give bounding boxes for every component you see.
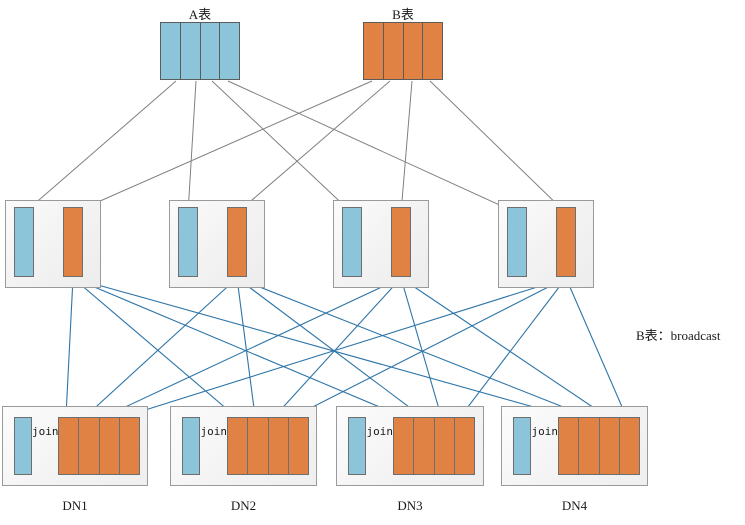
- source-table-a: [160, 22, 240, 80]
- source-table-label: A表: [188, 7, 212, 22]
- source-table-label: B表: [392, 7, 414, 22]
- dn-label: DN2: [230, 498, 257, 513]
- dn-orange-segment: [248, 418, 269, 474]
- broadcast-note: B表：broadcast: [636, 328, 721, 343]
- dn-bar-blue: [14, 417, 32, 475]
- dn-orange-group: [558, 417, 640, 475]
- connector-line: [72, 277, 402, 417]
- table-column: [181, 23, 201, 79]
- connector-line: [63, 277, 74, 417]
- dn-orange-segment: [435, 418, 455, 474]
- dn-orange-segment: [600, 418, 620, 474]
- dn-label: DN1: [62, 498, 88, 513]
- dn-orange-segment: [100, 418, 120, 474]
- mid-bar-orange: [556, 207, 576, 277]
- connector-line: [274, 277, 402, 417]
- dn-label: DN4: [561, 498, 588, 513]
- dn-bar-blue: [348, 417, 366, 475]
- source-table-b: [363, 22, 443, 80]
- mid-bar-orange: [227, 207, 247, 277]
- connector-line: [85, 277, 238, 417]
- join-label: join: [200, 425, 228, 438]
- mid-bar-blue: [178, 207, 198, 277]
- dn-orange-group: [393, 417, 475, 475]
- mid-bar-blue: [14, 207, 34, 277]
- dn-bar-blue: [513, 417, 531, 475]
- table-column: [423, 23, 442, 79]
- connector-line: [400, 277, 607, 417]
- table-column: [220, 23, 239, 79]
- connector-line: [429, 80, 567, 214]
- connector-line: [294, 277, 567, 417]
- dn-orange-segment: [269, 418, 289, 474]
- dn-orange-segment: [559, 418, 580, 474]
- connector-line: [185, 80, 197, 214]
- join-label: join: [366, 425, 394, 438]
- connector-line: [125, 277, 567, 417]
- connector-line: [227, 80, 518, 214]
- mid-bar-blue: [507, 207, 527, 277]
- connector-line: [236, 277, 258, 417]
- connector-line: [72, 277, 236, 417]
- dn-orange-segment: [79, 418, 100, 474]
- connector-line: [72, 277, 567, 417]
- dn-orange-segment: [228, 418, 249, 474]
- dn-orange-segment: [579, 418, 600, 474]
- dn-bar-blue: [182, 417, 200, 475]
- dn-orange-segment: [414, 418, 435, 474]
- dn-orange-segment: [455, 418, 474, 474]
- table-column: [161, 23, 181, 79]
- mid-bar-orange: [63, 207, 83, 277]
- dn-orange-segment: [620, 418, 639, 474]
- dn-orange-segment: [394, 418, 415, 474]
- dn-orange-segment: [289, 418, 308, 474]
- dn-orange-group: [58, 417, 140, 475]
- table-column: [364, 23, 384, 79]
- table-column: [404, 23, 424, 79]
- connector-line: [460, 277, 567, 417]
- join-label: join: [32, 425, 59, 438]
- dn-orange-segment: [59, 418, 80, 474]
- connector-line: [398, 80, 413, 214]
- connector-line: [72, 80, 373, 214]
- connector-line: [400, 277, 442, 417]
- mid-bar-orange: [391, 207, 411, 277]
- connector-line: [236, 277, 587, 417]
- connector-line: [565, 277, 627, 417]
- dn-label: DN3: [397, 498, 423, 513]
- table-column: [384, 23, 404, 79]
- connector-line: [236, 277, 422, 417]
- dn-orange-group: [227, 417, 309, 475]
- mid-bar-blue: [342, 207, 362, 277]
- dn-orange-segment: [120, 418, 139, 474]
- connector-line: [105, 277, 402, 417]
- connector-line: [236, 80, 391, 214]
- table-column: [201, 23, 221, 79]
- connector-line: [23, 80, 177, 214]
- connector-line: [211, 80, 353, 214]
- join-label: join: [531, 425, 559, 438]
